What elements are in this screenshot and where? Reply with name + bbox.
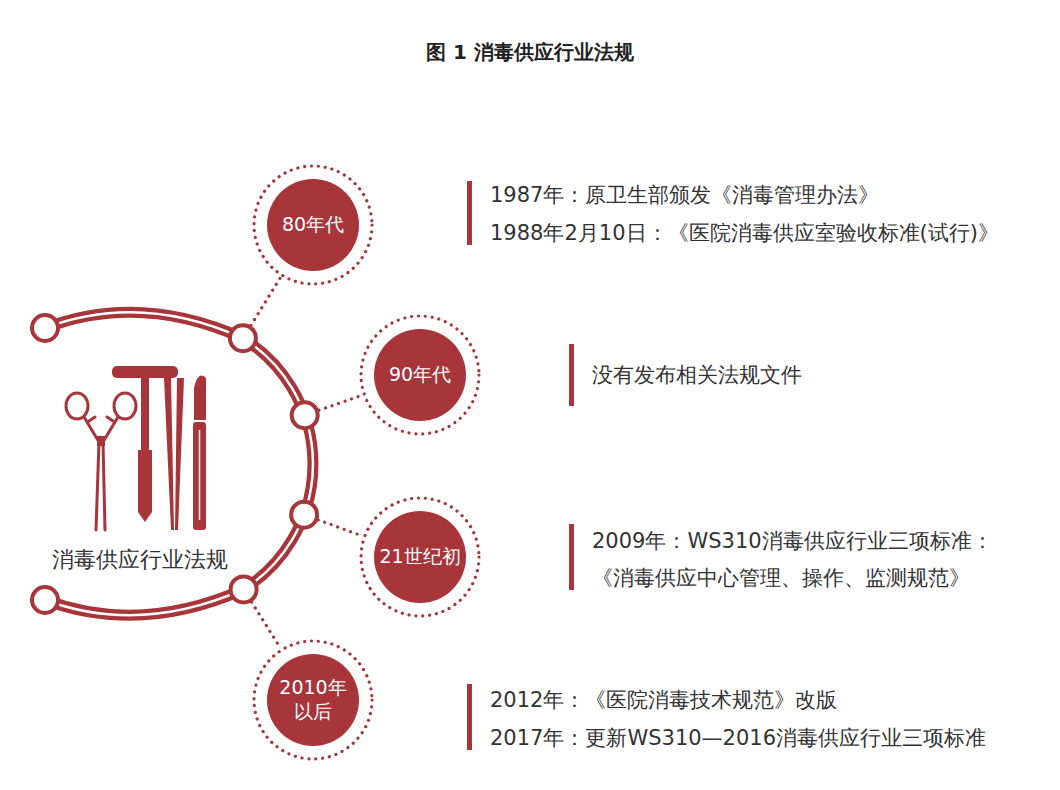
era-label-wrap: 2010年 以后 <box>271 676 355 724</box>
connector-line <box>319 395 362 410</box>
era-label: 90年代 <box>378 363 462 387</box>
dotted-ring <box>361 316 479 434</box>
era-label: 2010年 以后 <box>271 676 355 724</box>
era-label: 80年代 <box>271 213 355 237</box>
dotted-connector <box>318 520 362 536</box>
connector-line <box>318 520 362 536</box>
figure-title: 图 1 消毒供应行业法规 <box>0 39 1060 66</box>
era-disc <box>267 179 359 271</box>
instruments-illustration <box>66 366 206 530</box>
ring-label: 消毒供应行业法规 <box>52 545 228 575</box>
timeline-text: 1987年：原卫生部颁发《消毒管理办法》 <box>490 181 879 209</box>
era-disc <box>267 654 359 746</box>
timeline-text: 2009年：WS310消毒供应行业三项标准： <box>592 527 993 555</box>
dotted-connector <box>319 395 362 410</box>
dotted-connector <box>252 602 280 647</box>
timeline-text: 2012年：《医院消毒技术规范》改版 <box>490 686 837 714</box>
ring-node: 消毒供应行业法规 <box>26 290 318 640</box>
ring-outline <box>26 290 318 640</box>
era-label-wrap: 90年代 <box>378 363 462 387</box>
era-circle: 21世纪初 <box>358 495 482 619</box>
text-bar <box>467 684 472 750</box>
era-circle: 80年代 <box>251 163 375 287</box>
timeline-text: 《消毒供应中心管理、操作、监测规范》 <box>592 564 970 592</box>
connector-line <box>252 602 280 647</box>
era-label: 21世纪初 <box>378 545 462 569</box>
era-circle: 90年代 <box>358 313 482 437</box>
ring-dots <box>32 315 318 613</box>
text-bar <box>569 524 574 590</box>
connector-line <box>251 278 281 326</box>
era-label-wrap: 80年代 <box>271 213 355 237</box>
timeline-text: 1988年2月10日：《医院消毒供应室验收标准(试行)》 <box>490 219 999 247</box>
era-circle: 2010年 以后 <box>251 638 375 762</box>
ring <box>45 312 313 615</box>
dotted-connector <box>251 278 281 326</box>
dotted-ring <box>254 641 372 759</box>
era-label-wrap: 21世纪初 <box>378 545 462 569</box>
text-bar <box>569 344 574 406</box>
timeline-text: 2017年：更新WS310—2016消毒供应行业三项标准 <box>490 724 986 752</box>
ring-inner-line <box>45 312 313 615</box>
dotted-ring <box>254 166 372 284</box>
text-bar <box>467 181 472 245</box>
era-disc <box>374 511 466 603</box>
timeline-text: 没有发布相关法规文件 <box>592 361 802 389</box>
era-disc <box>374 329 466 421</box>
dotted-ring <box>361 498 479 616</box>
